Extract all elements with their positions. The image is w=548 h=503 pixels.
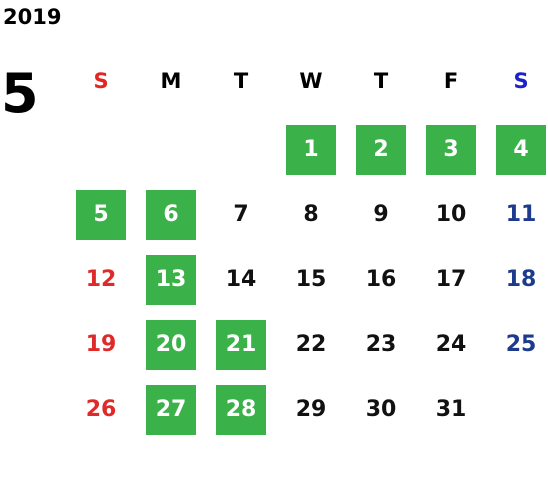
day-cell-14[interactable]: 14 [225, 267, 257, 292]
day-cell-13[interactable]: 13 [146, 255, 196, 305]
day-cell-10[interactable]: 10 [435, 202, 467, 227]
day-cell-8[interactable]: 8 [303, 202, 319, 227]
day-cell-24[interactable]: 24 [435, 332, 467, 357]
day-cell-21[interactable]: 21 [216, 320, 266, 370]
day-cell-11[interactable]: 11 [505, 202, 537, 227]
day-cell-19[interactable]: 19 [85, 332, 117, 357]
day-cell-26[interactable]: 26 [85, 397, 117, 422]
day-cell-15[interactable]: 15 [295, 267, 327, 292]
day-cell-3[interactable]: 3 [426, 125, 476, 175]
month-number: 5 [1, 62, 39, 125]
day-cell-1[interactable]: 1 [286, 125, 336, 175]
day-cell-27[interactable]: 27 [146, 385, 196, 435]
day-cell-9[interactable]: 9 [373, 202, 389, 227]
day-cell-4[interactable]: 4 [496, 125, 546, 175]
day-cell-28[interactable]: 28 [216, 385, 266, 435]
day-cell-17[interactable]: 17 [435, 267, 467, 292]
weekday-header-sunday: S [93, 69, 109, 93]
day-cell-25[interactable]: 25 [505, 332, 537, 357]
weekday-header-monday: M [160, 69, 182, 93]
day-cell-2[interactable]: 2 [356, 125, 406, 175]
day-cell-31[interactable]: 31 [435, 397, 467, 422]
day-cell-29[interactable]: 29 [295, 397, 327, 422]
day-cell-5[interactable]: 5 [76, 190, 126, 240]
day-cell-20[interactable]: 20 [146, 320, 196, 370]
year-label: 2019 [3, 5, 62, 29]
day-cell-7[interactable]: 7 [233, 202, 249, 227]
weekday-header-friday: F [443, 69, 459, 93]
day-cell-6[interactable]: 6 [146, 190, 196, 240]
weekday-header-saturday: S [513, 69, 529, 93]
day-cell-23[interactable]: 23 [365, 332, 397, 357]
day-cell-16[interactable]: 16 [365, 267, 397, 292]
weekday-header-wednesday: W [299, 69, 323, 93]
day-cell-30[interactable]: 30 [365, 397, 397, 422]
day-cell-22[interactable]: 22 [295, 332, 327, 357]
weekday-header-thursday: T [373, 69, 389, 93]
day-cell-18[interactable]: 18 [505, 267, 537, 292]
weekday-header-tuesday: T [233, 69, 249, 93]
day-cell-12[interactable]: 12 [85, 267, 117, 292]
